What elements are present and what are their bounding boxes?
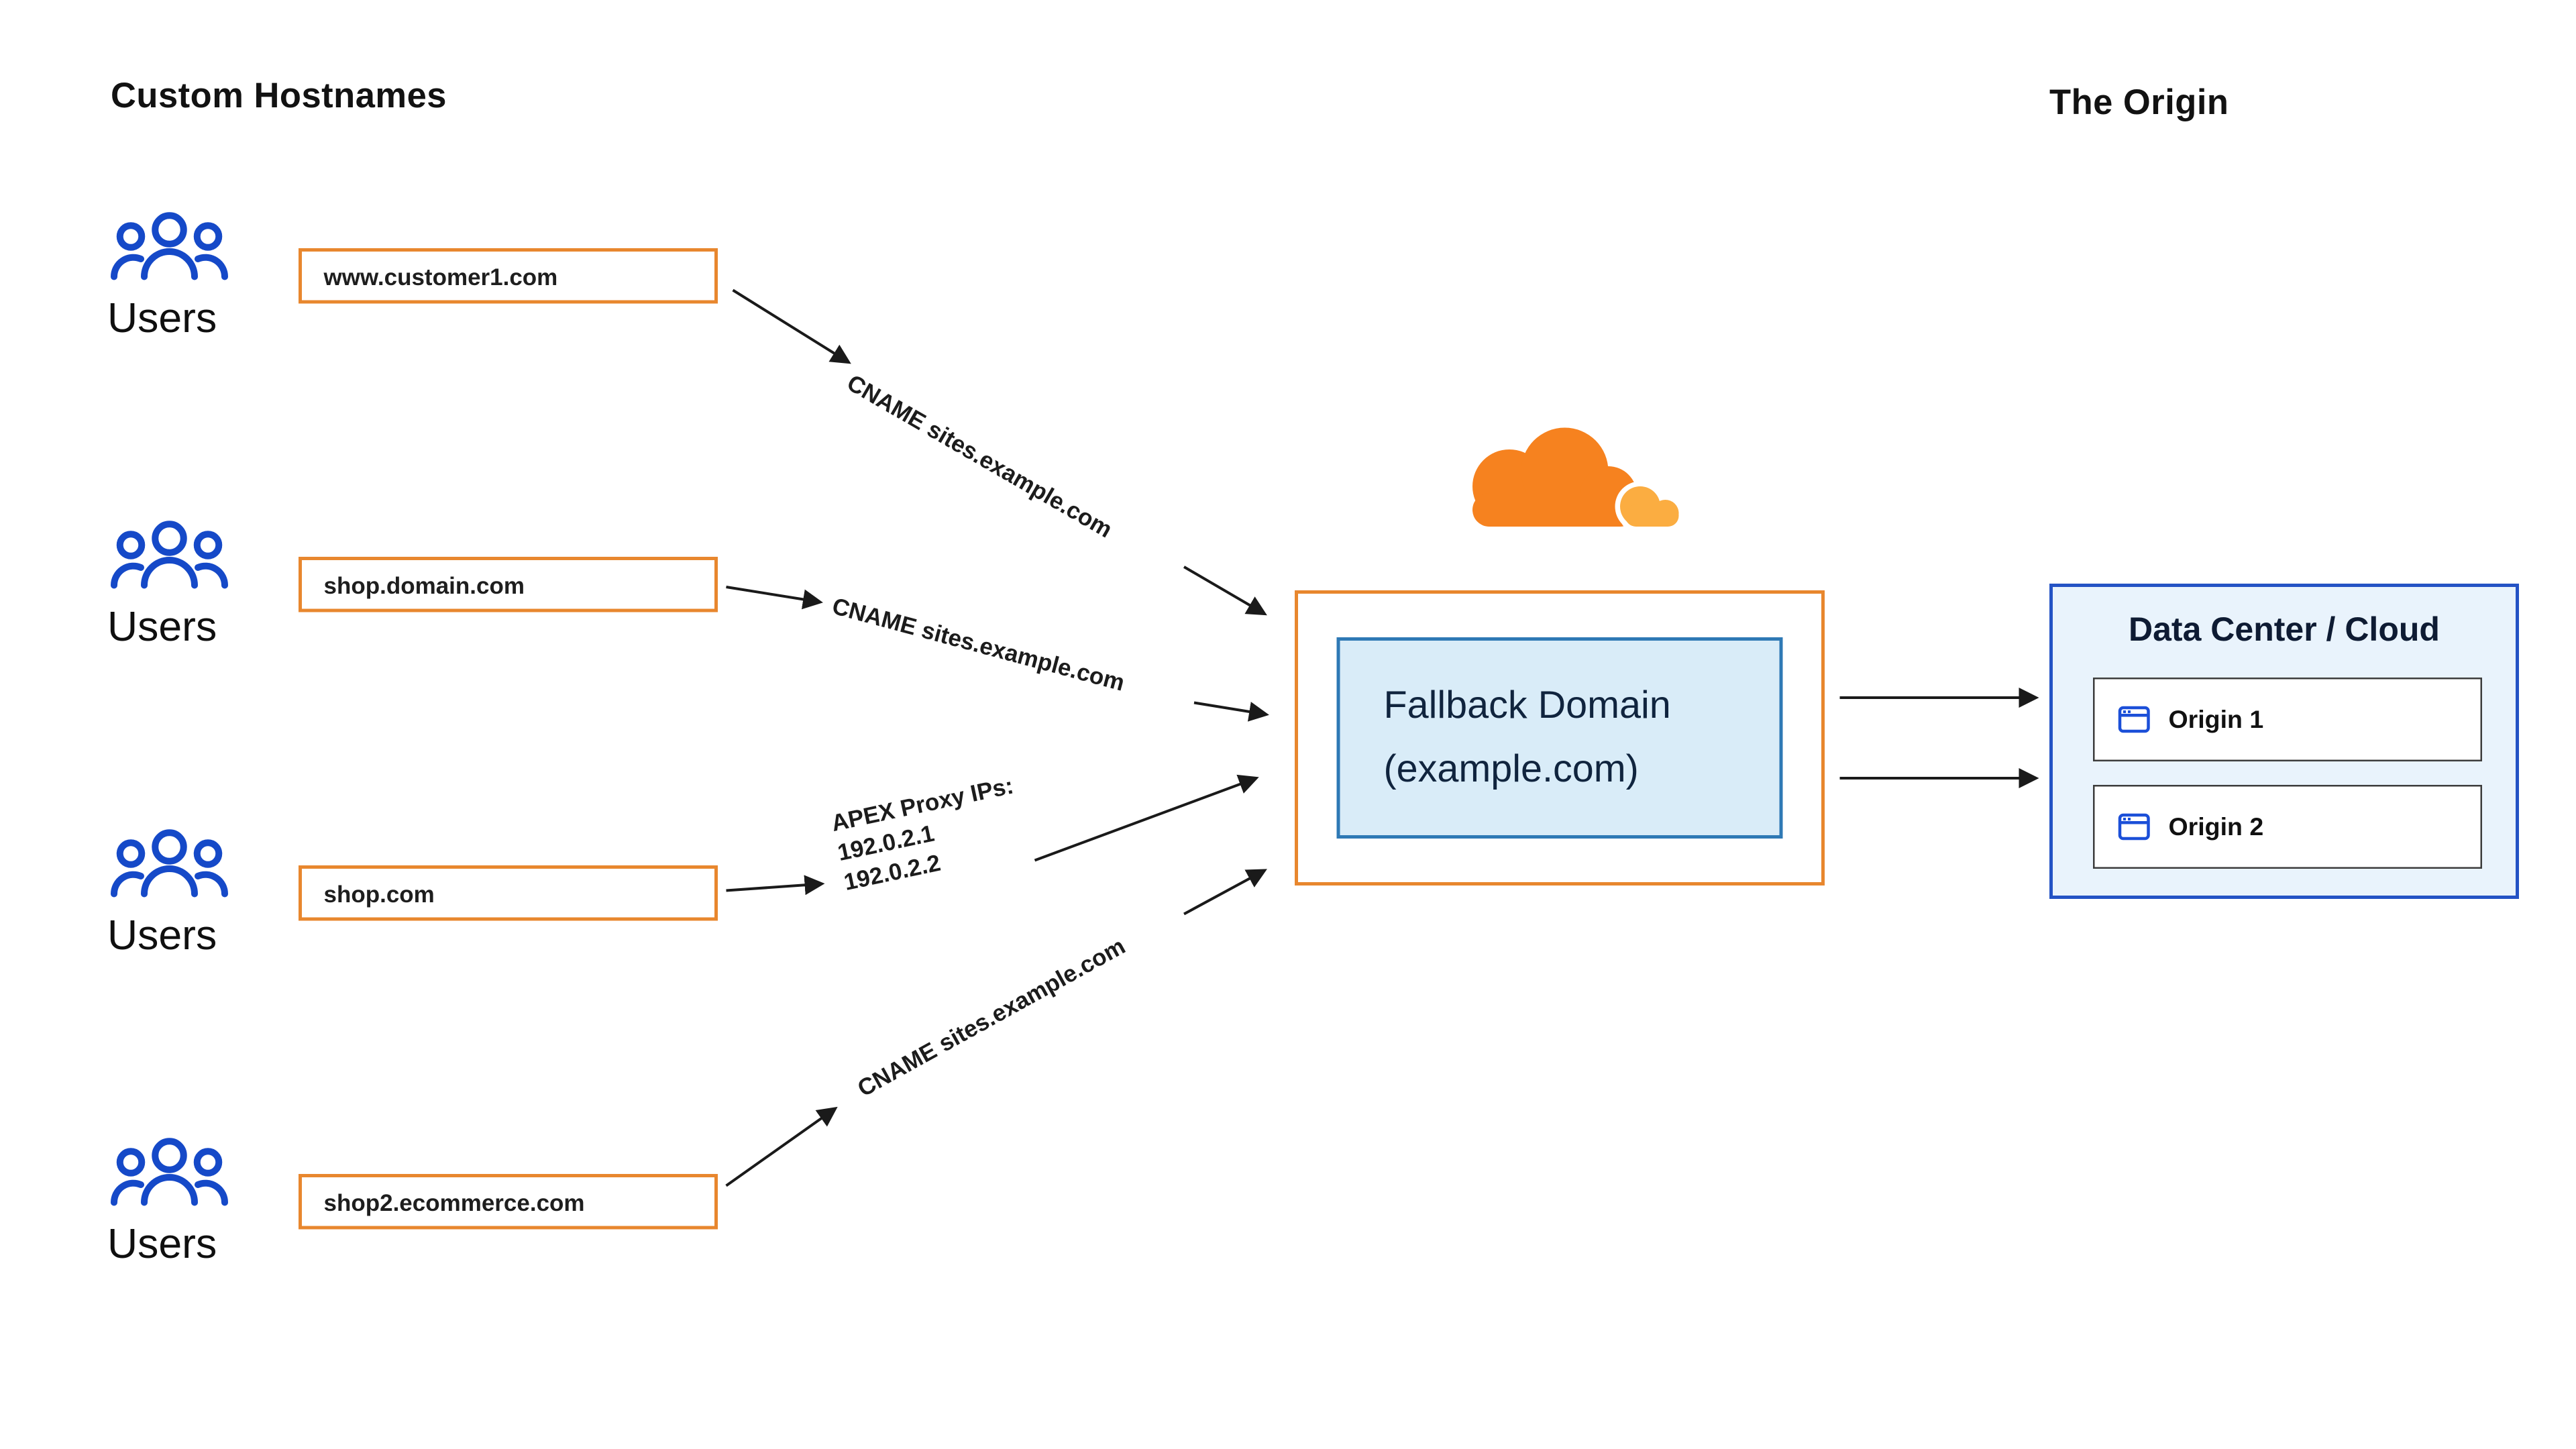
user-group-1: Users: [107, 208, 258, 344]
user-group-3: Users: [107, 825, 258, 961]
browser-window-icon: [2118, 706, 2150, 733]
fallback-domain-outer-box: Fallback Domain (example.com): [1295, 590, 1825, 885]
users-label: Users: [107, 1221, 217, 1268]
hostname-box-shop-domain: shop.domain.com: [299, 557, 718, 612]
user-group-2: Users: [107, 517, 258, 653]
origin-2-box: Origin 2: [2093, 785, 2482, 869]
fallback-domain-line2: (example.com): [1383, 746, 1639, 790]
apex-proxy-label: APEX Proxy IPs: 192.0.2.1 192.0.2.2: [828, 771, 1016, 896]
data-center-title: Data Center / Cloud: [2129, 612, 2440, 649]
users-label: Users: [107, 912, 217, 959]
custom-hostnames-title: Custom Hostnames: [111, 77, 447, 116]
users-icon: [110, 1138, 229, 1206]
arrow-label3-to-fallback: [1034, 774, 1259, 862]
arrow-hostname2-to-label: [726, 586, 823, 610]
cname-label-bottom: CNAME sites.example.com: [853, 932, 1130, 1102]
fallback-domain-box: Fallback Domain (example.com): [1336, 637, 1783, 839]
users-icon: [110, 829, 229, 898]
origin-1-box: Origin 1: [2093, 678, 2482, 761]
fallback-domain-line1: Fallback Domain: [1383, 682, 1671, 727]
users-icon: [110, 212, 229, 280]
arrow-hostname3-to-label: [726, 875, 825, 896]
hostname-box-shop: shop.com: [299, 865, 718, 921]
arrow-hostname1-to-label: [732, 288, 851, 364]
browser-window-icon: [2118, 813, 2150, 841]
arrow-label4-to-fallback: [1183, 869, 1267, 916]
user-group-4: Users: [107, 1134, 258, 1270]
hostname-box-www-customer1: www.customer1.com: [299, 248, 718, 304]
users-label: Users: [107, 295, 217, 342]
hostname-box-shop2-ecommerce: shop2.ecommerce.com: [299, 1174, 718, 1230]
users-icon: [110, 521, 229, 589]
cloudflare-logo-icon: [1472, 427, 1684, 532]
cname-label-top: CNAME sites.example.com: [843, 368, 1118, 543]
the-origin-title: The Origin: [2049, 84, 2229, 123]
origin-2-label: Origin 2: [2168, 812, 2264, 841]
users-label: Users: [107, 604, 217, 651]
arrow-hostname4-to-label: [725, 1106, 838, 1187]
arrow-label1-to-fallback: [1183, 566, 1267, 616]
arrow-label2-to-fallback: [1193, 701, 1269, 722]
cname-label-mid: CNAME sites.example.com: [829, 592, 1128, 696]
origin-1-label: Origin 1: [2168, 705, 2264, 734]
data-center-box: Data Center / Cloud Origin 1 Origin 2: [2049, 584, 2519, 899]
